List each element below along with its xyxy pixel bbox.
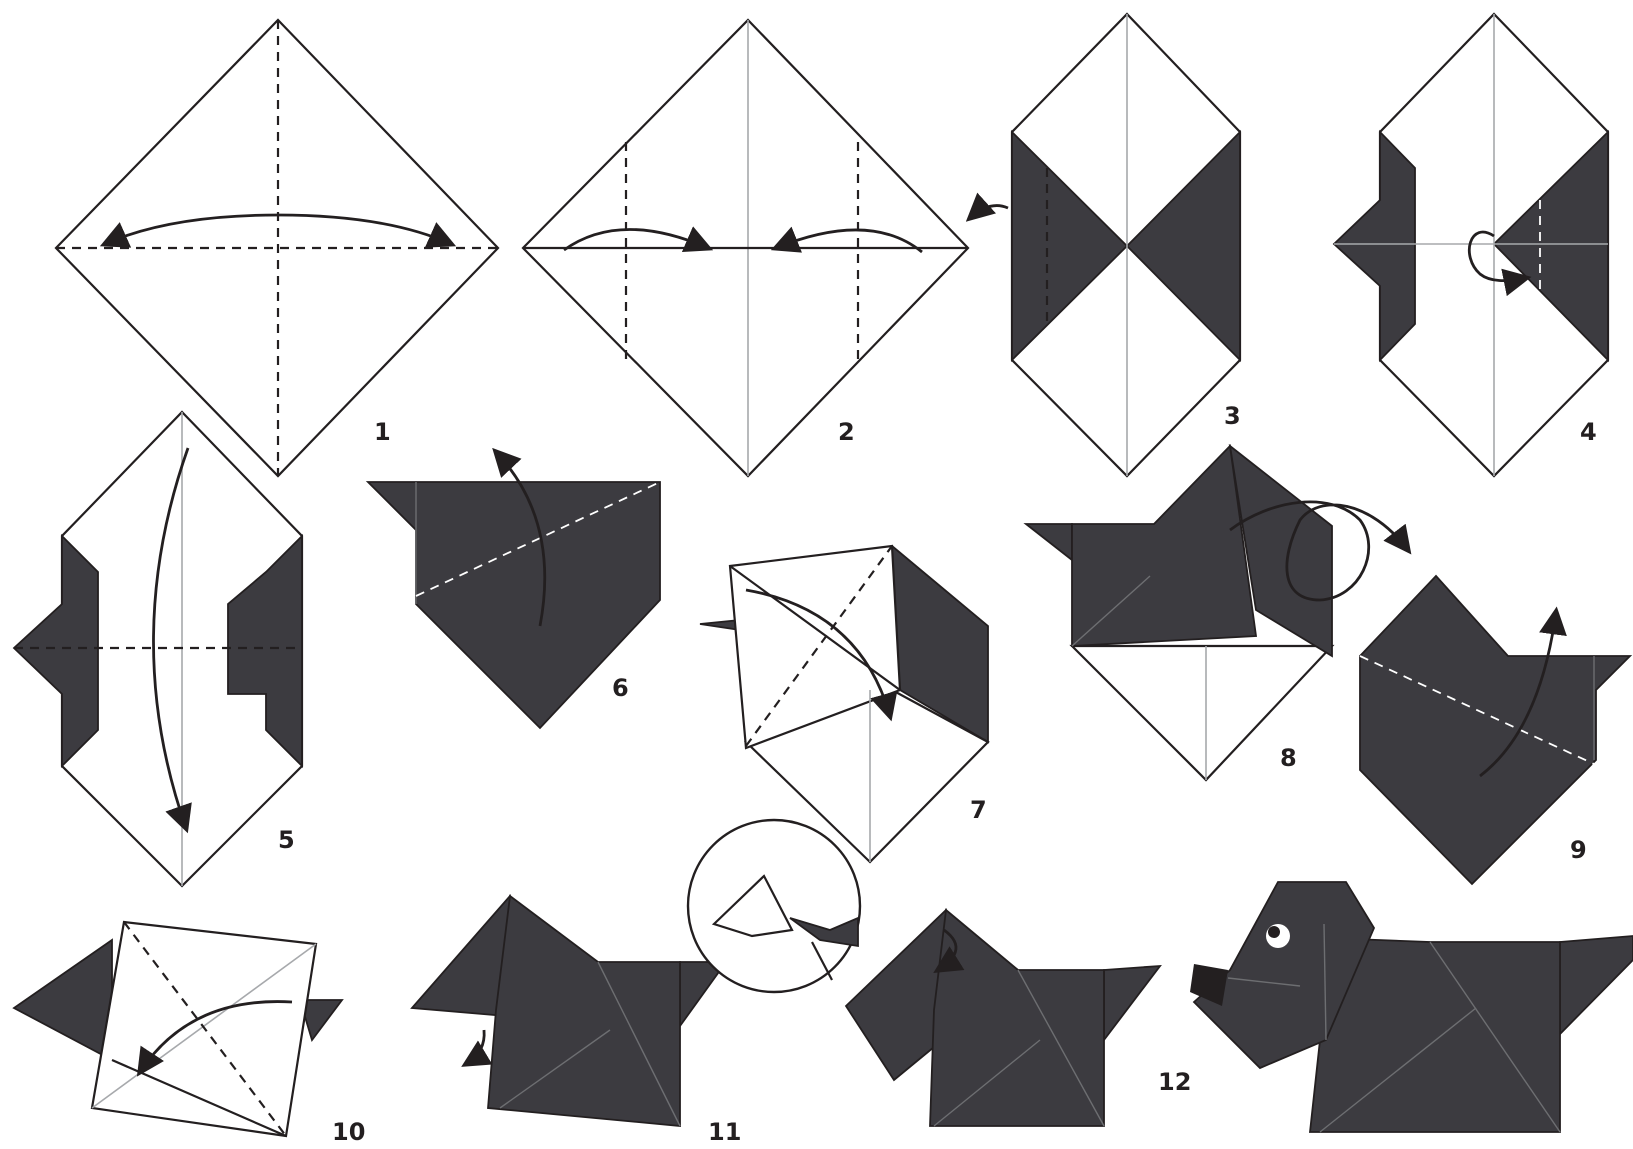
step-4-number: 4: [1580, 418, 1597, 446]
step-5-diagram: [14, 412, 302, 886]
step-12-diagram-a: [846, 910, 1160, 1126]
step-7-number: 7: [970, 796, 987, 824]
ear-left: [1026, 524, 1072, 560]
step-8-number: 8: [1280, 744, 1297, 772]
step-12-diagram-b: [1190, 882, 1633, 1132]
step-11-number: 11: [708, 1118, 741, 1146]
step-10-number: 10: [332, 1118, 365, 1146]
step-11-diagram: [412, 820, 860, 1126]
flap-left: [1334, 132, 1415, 360]
step-2-diagram: [523, 20, 968, 476]
step-12-number: 12: [1158, 1068, 1191, 1096]
step-3-diagram: [970, 14, 1240, 476]
step-8-diagram: [1026, 446, 1408, 780]
flap-left: [14, 536, 98, 766]
dog-eye-pupil: [1268, 926, 1280, 938]
step-7-diagram: [700, 546, 988, 862]
step-3-number: 3: [1224, 402, 1241, 430]
step-4-diagram: [1334, 14, 1608, 476]
fold-arrow-flap: [970, 206, 1008, 218]
dog-body: [488, 896, 680, 1126]
dog-tail: [1560, 936, 1633, 1034]
step-9-number: 9: [1570, 836, 1587, 864]
step-5-number: 5: [278, 826, 295, 854]
body-main: [1072, 446, 1256, 646]
step-1-number: 1: [374, 418, 391, 446]
detail-inset: [688, 820, 860, 992]
flap-left: [14, 940, 112, 1060]
step-6-number: 6: [612, 674, 629, 702]
step-1-diagram: [56, 20, 498, 476]
step-10-diagram: [14, 922, 342, 1136]
step-2-number: 2: [838, 418, 855, 446]
folded-head: [1360, 576, 1630, 884]
dog-tail: [1104, 966, 1160, 1040]
step-9-diagram: [1360, 576, 1630, 884]
fold-arrow-ear: [466, 1030, 484, 1064]
